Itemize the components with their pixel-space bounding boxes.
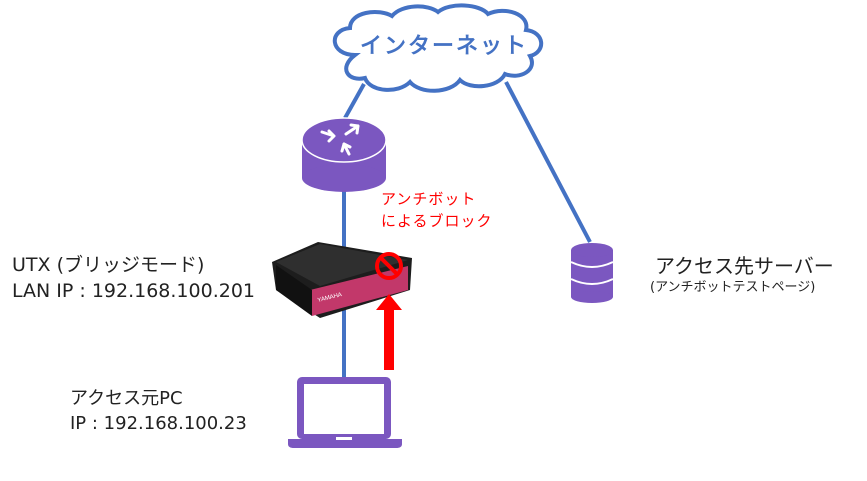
link-cloud-router: [343, 83, 366, 119]
server-note: (アンチボットテストページ): [650, 280, 816, 295]
pc-label: アクセス元PC IP : 192.168.100.23: [70, 386, 247, 436]
prohibited-icon: [375, 252, 403, 280]
block-label-line2: によるブロック: [381, 212, 493, 230]
internet-label: インターネット: [360, 34, 529, 59]
pc-ip: IP : 192.168.100.23: [70, 413, 247, 434]
utx-label: UTX (ブリッジモード) LAN IP : 192.168.100.201: [12, 252, 255, 304]
block-label-line1: アンチボット: [381, 190, 477, 208]
cloud-icon: [332, 3, 544, 93]
arrow-up-icon: [376, 294, 402, 370]
router-icon: [301, 117, 387, 192]
pc-name: アクセス元PC: [70, 388, 183, 409]
svg-text:YAMAHA: YAMAHA: [317, 292, 343, 304]
laptop-icon: [288, 377, 402, 448]
antibot-block-label: アンチボット によるブロック: [381, 188, 493, 232]
server-name: アクセス先サーバー: [655, 254, 834, 278]
link-cloud-server: [504, 81, 592, 243]
utx-name: UTX (ブリッジモード): [12, 254, 205, 276]
utx-ip: LAN IP : 192.168.100.201: [12, 280, 255, 302]
server-label: アクセス先サーバー (アンチボットテストページ): [650, 253, 834, 297]
database-server-icon: [570, 243, 614, 303]
